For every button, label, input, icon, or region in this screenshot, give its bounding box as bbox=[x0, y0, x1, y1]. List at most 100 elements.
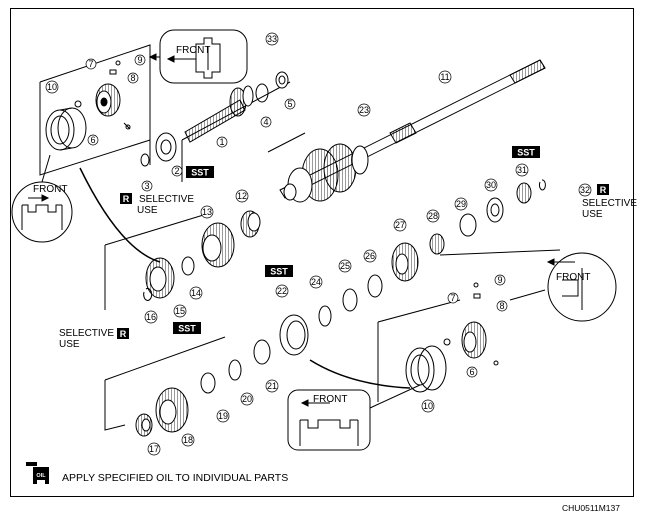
svg-text:32: 32 bbox=[580, 185, 590, 195]
callout-29: 29 bbox=[454, 197, 468, 211]
callout-3: 3 bbox=[141, 180, 153, 192]
sst-badge-2: SST bbox=[512, 146, 540, 158]
left-parts bbox=[79, 167, 261, 301]
diagram-frame bbox=[10, 8, 634, 497]
svg-text:12: 12 bbox=[237, 191, 247, 201]
svg-text:SST: SST bbox=[270, 267, 288, 277]
r-badge-2: R bbox=[597, 184, 609, 195]
front-label-bottom: FRONT bbox=[313, 394, 347, 405]
callout-24: 24 bbox=[309, 275, 323, 289]
svg-text:8: 8 bbox=[499, 301, 504, 311]
middle-parts bbox=[279, 179, 546, 356]
svg-text:R: R bbox=[120, 329, 127, 339]
callout-14: 14 bbox=[189, 286, 203, 300]
front-label-top: FRONT bbox=[176, 45, 210, 56]
callout-8-top: 8 bbox=[127, 72, 139, 84]
callout-13: 13 bbox=[200, 205, 214, 219]
svg-text:10: 10 bbox=[47, 82, 57, 92]
svg-text:18: 18 bbox=[183, 435, 193, 445]
svg-text:16: 16 bbox=[146, 312, 156, 322]
callout-2: 2 bbox=[171, 165, 183, 177]
callout-16: 16 bbox=[144, 310, 158, 324]
svg-text:R: R bbox=[600, 185, 607, 195]
callout-5: 5 bbox=[284, 98, 296, 110]
callout-20: 20 bbox=[240, 392, 254, 406]
text-labels: FRONT FRONT FRONT FRONT SST SST SST SST … bbox=[33, 45, 637, 405]
svg-text:R: R bbox=[123, 194, 130, 204]
callout-22: 22 bbox=[275, 284, 289, 298]
callout-26: 26 bbox=[363, 249, 377, 263]
svg-text:28: 28 bbox=[428, 211, 438, 221]
svg-text:14: 14 bbox=[191, 288, 201, 298]
svg-text:27: 27 bbox=[395, 220, 405, 230]
callout-9-right: 9 bbox=[494, 274, 506, 286]
input-shaft bbox=[140, 71, 289, 167]
svg-text:OIL: OIL bbox=[36, 473, 46, 479]
r-badge-3: R bbox=[117, 328, 129, 339]
svg-text:11: 11 bbox=[440, 72, 449, 82]
callout-6-top: 6 bbox=[87, 134, 99, 146]
use-label-3: USE bbox=[59, 339, 80, 350]
r-badge-1: R bbox=[120, 193, 132, 204]
callout-28: 28 bbox=[426, 209, 440, 223]
front-label-right: FRONT bbox=[556, 272, 590, 283]
selective-label-3: SELECTIVE bbox=[59, 328, 114, 339]
callout-25: 25 bbox=[338, 259, 352, 273]
svg-text:31: 31 bbox=[517, 165, 527, 175]
callout-8-right: 8 bbox=[496, 300, 508, 312]
callout-23: 23 bbox=[357, 103, 371, 117]
figure-code: CHU0511M137 bbox=[562, 503, 620, 513]
svg-text:2: 2 bbox=[174, 166, 179, 176]
svg-text:5: 5 bbox=[287, 99, 292, 109]
svg-text:25: 25 bbox=[340, 261, 350, 271]
svg-text:9: 9 bbox=[137, 55, 142, 65]
front-label-left: FRONT bbox=[33, 184, 67, 195]
callout-33: 33 bbox=[265, 32, 279, 46]
callout-12: 12 bbox=[235, 189, 249, 203]
sst-badge-4: SST bbox=[173, 322, 201, 334]
svg-text:6: 6 bbox=[90, 135, 95, 145]
svg-text:4: 4 bbox=[263, 117, 268, 127]
svg-text:8: 8 bbox=[130, 73, 135, 83]
svg-text:23: 23 bbox=[359, 105, 369, 115]
svg-text:30: 30 bbox=[486, 180, 496, 190]
use-label-2: USE bbox=[582, 209, 603, 220]
svg-text:3: 3 bbox=[144, 181, 149, 191]
selective-label-1: SELECTIVE bbox=[139, 194, 194, 205]
front-callout-left bbox=[11, 154, 73, 243]
svg-text:19: 19 bbox=[218, 411, 228, 421]
svg-text:7: 7 bbox=[450, 293, 455, 303]
callout-4: 4 bbox=[260, 116, 272, 128]
callout-18: 18 bbox=[181, 433, 195, 447]
svg-text:SST: SST bbox=[517, 148, 535, 158]
main-shaft bbox=[279, 59, 546, 203]
svg-text:SST: SST bbox=[178, 324, 196, 334]
svg-text:22: 22 bbox=[277, 286, 287, 296]
callout-19: 19 bbox=[216, 409, 230, 423]
callout-15: 15 bbox=[173, 304, 187, 318]
svg-text:26: 26 bbox=[365, 251, 375, 261]
oil-can-icon: OIL bbox=[26, 462, 49, 484]
part-number-labels: 1 2 3 4 5 6 7 8 9 10 11 12 13 14 15 16 1… bbox=[45, 32, 592, 456]
svg-text:17: 17 bbox=[149, 444, 159, 454]
callout-7-top: 7 bbox=[85, 58, 97, 70]
bottom-left-parts bbox=[135, 339, 271, 437]
callout-21: 21 bbox=[265, 379, 279, 393]
svg-text:10: 10 bbox=[423, 401, 433, 411]
selective-label-2: SELECTIVE bbox=[582, 198, 637, 209]
callout-27: 27 bbox=[393, 218, 407, 232]
callout-32: 32 bbox=[578, 183, 592, 197]
sst-badge-1: SST bbox=[186, 166, 214, 178]
callout-10-right: 10 bbox=[421, 399, 435, 413]
sst-badge-3: SST bbox=[265, 265, 293, 277]
callout-17: 17 bbox=[147, 442, 161, 456]
callout-9-top: 9 bbox=[134, 54, 146, 66]
svg-text:13: 13 bbox=[202, 207, 212, 217]
use-label-1: USE bbox=[137, 205, 158, 216]
svg-text:33: 33 bbox=[267, 34, 277, 44]
callout-31: 31 bbox=[515, 163, 529, 177]
callout-1: 1 bbox=[216, 136, 228, 148]
svg-text:SST: SST bbox=[191, 168, 209, 178]
